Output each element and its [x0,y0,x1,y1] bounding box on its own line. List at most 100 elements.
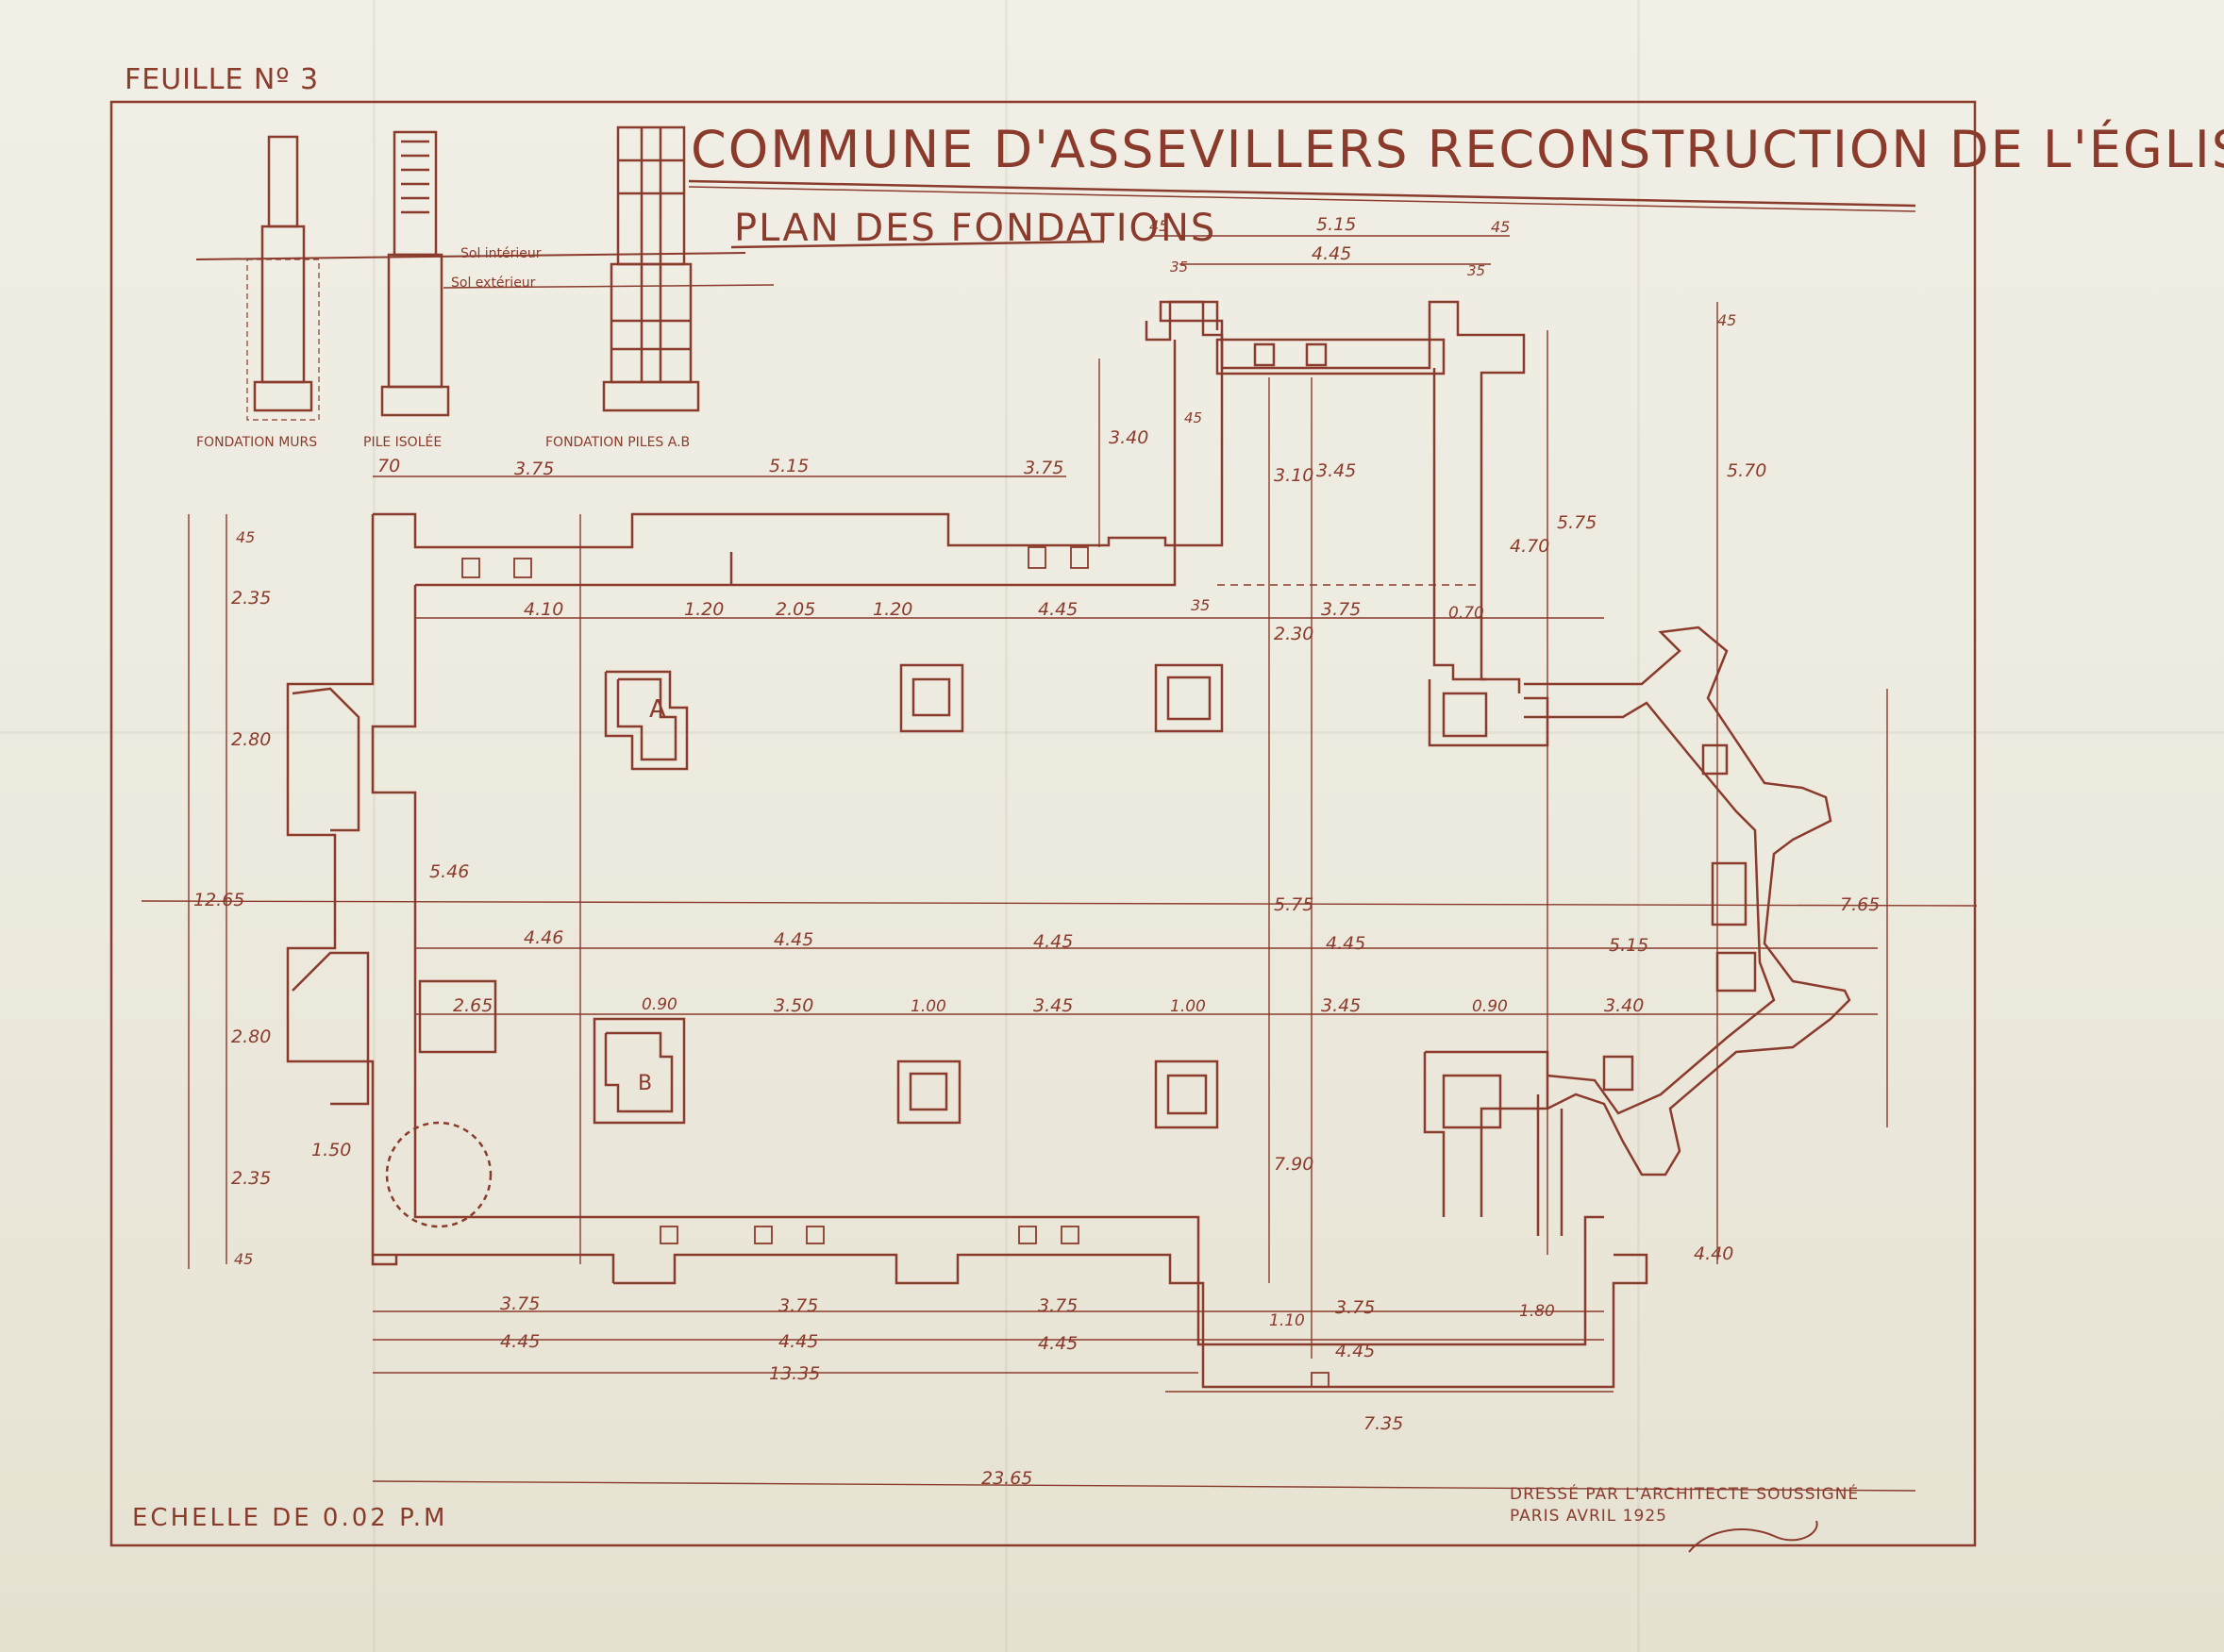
dim-label: 1.00 [911,997,946,1016]
signature-date: PARIS AVRIL 1925 [1510,1507,1667,1526]
dim-label: 2.80 [231,1026,271,1047]
pile-a-label: A [649,695,666,724]
paper-fold-line [1005,0,1008,1652]
dim-label: 3.75 [500,1293,540,1314]
section-fondation-piles [602,125,700,412]
dim-label: 4.45 [500,1331,540,1352]
subtitle-underline [730,240,1105,249]
dim-label: 3.75 [1038,1295,1078,1316]
dim-label: 3.40 [1604,995,1644,1016]
dim-label: 5.46 [429,861,469,882]
pile-group-top-right [1428,679,1549,747]
dim-label: 4.45 [1033,931,1073,952]
apse-foundation [1524,626,1851,1236]
stair-turret [385,1121,493,1228]
dim-label: 5.15 [1316,214,1356,235]
dimension-labels: 70 3.75 5.15 3.75 45 5.15 45 4.45 35 35 … [193,214,1880,1489]
section-label-pile: PILE ISOLÉE [363,435,443,450]
dim-label: 5.75 [1274,894,1313,915]
pile-row1-2 [899,663,964,733]
pile-group-bottom-right [1423,1050,1549,1217]
signature-icon [1688,1520,1818,1553]
dim-label: 2.65 [453,995,493,1016]
signature-block: DRESSÉ PAR L'ARCHITECTE SOUSSIGNÉ PARIS … [1510,1487,1859,1530]
sol-interieur-label: Sol intérieur [460,246,542,261]
dim-label: 3.75 [514,459,554,479]
section-pile-isolee [380,130,450,417]
section-label-murs: FONDATION MURS [196,435,318,450]
dim-label: 3.75 [778,1295,818,1316]
dim-label: 45 [234,1250,253,1268]
drawing-title: COMMUNE D'ASSEVILLERS RECONSTRUCTION DE … [691,120,2224,179]
sheet-border [109,100,1977,1547]
dim-label: 0.70 [1448,604,1484,623]
paper-fold-line [0,731,2224,734]
dim-label: 4.45 [1335,1341,1375,1361]
wall-openings [461,546,1329,1388]
dim-label: 7.65 [1840,894,1880,915]
pile-a [604,670,689,771]
pile-row2-3 [1154,1060,1219,1129]
tower-foundation [1145,300,1526,693]
dim-label: 4.45 [1038,599,1078,620]
dim-label: 2.05 [776,599,815,620]
dim-label: 45 [1184,409,1202,426]
dim-label: 4.45 [1326,933,1365,954]
dim-label: 5.70 [1727,460,1766,481]
dim-label: 1.50 [311,1140,351,1160]
dim-label: 4.46 [524,927,563,948]
title-underline [688,179,1916,208]
dim-label: 2.35 [231,588,271,609]
dim-label: 1.20 [873,599,912,620]
pile-b [593,1017,686,1125]
dim-label: 4.70 [1510,536,1549,557]
dim-label: 5.15 [769,456,809,476]
dim-label: 4.45 [1038,1333,1078,1354]
dim-label: 4.45 [1312,243,1351,264]
section-label-piles-ab: FONDATION PILES A.B [545,435,691,450]
pile-row2-2 [896,1060,962,1125]
dim-label: 70 [377,456,400,476]
dim-label: 4.10 [524,599,563,620]
sheet-number: FEUILLE Nº 3 [125,63,320,96]
dim-label: 23.65 [981,1468,1032,1489]
scale-note: ECHELLE DE 0.02 P.M [132,1504,448,1532]
dim-label: 3.75 [1024,458,1063,478]
dim-label: 1.20 [684,599,724,620]
dim-label: 0.90 [1472,997,1508,1016]
dim-label: 1.80 [1519,1302,1555,1321]
dim-label: 45 [236,528,255,546]
dim-label: 3.45 [1316,460,1356,481]
dim-label: 3.10 [1274,465,1313,486]
drawing-subtitle: PLAN DES FONDATIONS [734,207,1217,250]
dim-label: 3.45 [1321,995,1361,1016]
dim-label: 1.00 [1170,997,1206,1016]
dim-label: 35 [1170,259,1188,275]
dim-label: 35 [1467,262,1485,279]
dim-label: 45 [1149,217,1168,235]
stair-turret-top [292,687,360,832]
dim-label: 35 [1191,596,1210,614]
paper-fold-line [373,0,376,1652]
dim-label: 5.15 [1609,935,1648,956]
dim-label: 5.75 [1557,512,1597,533]
nave-outer-wall [286,300,1648,1389]
dim-label: 2.30 [1274,624,1313,644]
dim-label: 4.45 [774,929,813,950]
dim-label: 3.75 [1321,599,1361,620]
signature-line: DRESSÉ PAR L'ARCHITECTE SOUSSIGNÉ [1510,1485,1860,1504]
dim-label: 45 [1491,218,1510,236]
dim-label: 3.45 [1033,995,1073,1016]
nave-inner-wall [371,340,1604,1346]
dim-label: 12.65 [193,890,244,910]
dim-label: 13.35 [769,1363,820,1384]
dim-label: 7.90 [1274,1154,1313,1175]
dim-label: 45 [1717,311,1736,329]
ground-line [195,252,746,260]
sol-exterieur-label: Sol extérieur [451,275,536,291]
section-fondation-murs [246,135,320,421]
dim-label: 0.90 [642,995,677,1014]
dim-label: 3.40 [1109,427,1148,448]
